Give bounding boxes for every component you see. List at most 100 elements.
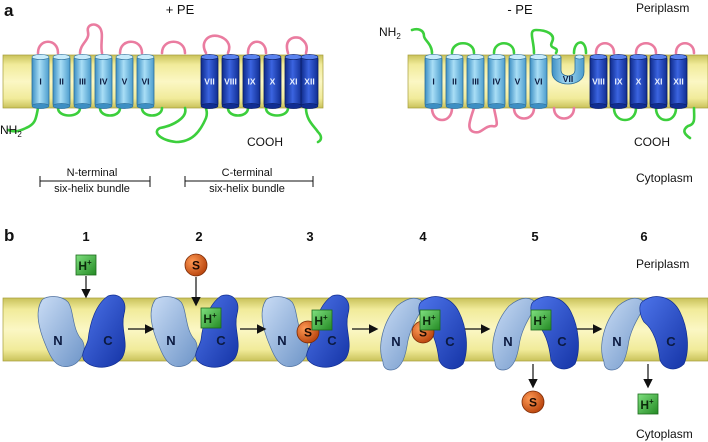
proton-box: H+ [75,254,97,276]
n-domain-label: N [503,334,512,349]
helix-label: VIII [592,77,605,87]
n-bundle-label: six-helix bundle [54,183,130,195]
helix-minus-4: IV [487,54,506,109]
nh2-label-plus: NH2 [0,123,22,139]
cytoplasm-label-b: Cytoplasm [636,427,693,441]
substrate-label: S [304,326,312,340]
substrate-label: S [419,326,427,340]
helix-minus-7: VII [551,54,585,85]
helix-label: IV [99,77,107,87]
periplasm-label-b: Periplasm [636,257,689,271]
proton-label: H+ [314,313,328,328]
helix-label: XI [654,77,662,87]
proton-box: H+ [637,393,659,415]
helix-plus-12: XII [300,54,319,109]
substrate-label: S [529,396,537,410]
helix-plus-7: VII [200,54,219,109]
substrate-ball: S [184,253,208,277]
cytoplasmic-loops-minus-pe [410,27,696,140]
helix-label: I [432,77,434,87]
step-number: 6 [640,229,647,244]
helix-plus-1: I [31,54,50,109]
n-domain-label: N [612,334,621,349]
helix-minus-5: V [508,54,527,109]
c-domain-label: C [445,334,455,349]
helix-plus-3: III [73,54,92,109]
helix-label: VII [204,77,214,87]
helix-label: IX [247,77,255,87]
helix-label: XII [304,77,314,87]
cytoplasm-label-a: Cytoplasm [636,171,693,185]
helix-minus-8: VIII [589,54,608,109]
helix-label: VIII [224,77,237,87]
c-bundle-label: six-helix bundle [209,183,285,195]
step-number: 3 [306,229,313,244]
proton-box: H+ [419,309,441,331]
helix-plus-5: V [115,54,134,109]
c-domain-label: C [557,334,567,349]
helix-minus-11: XI [649,54,668,109]
helix-label: V [122,77,128,87]
proton-label: H+ [78,258,92,273]
c-domain-label: C [666,334,676,349]
helix-label: II [452,77,457,87]
c-domain-label: C [327,333,337,348]
proton-label: H+ [203,311,217,326]
proton-label: H+ [640,397,654,412]
periplasmic-loops-minus-pe [430,41,696,134]
helix-label: I [39,77,41,87]
plus-pe-title: + PE [166,2,195,17]
c-domain-label: C [216,333,226,348]
bundle-brackets [39,176,314,187]
helix-plus-8: VIII [221,54,240,109]
n-domain-label: N [166,333,175,348]
helix-minus-2: II [445,54,464,109]
helix-plus-11: XI [284,54,303,109]
helix-minus-3: III [466,54,485,109]
helix-label: VI [141,77,149,87]
helix-label: III [79,77,86,87]
substrate-ball: S [521,390,545,414]
helix-label: X [636,77,642,87]
helix-plus-2: II [52,54,71,109]
helix-minus-1: I [424,54,443,109]
helix-label: VI [534,77,542,87]
step-number: 5 [531,229,538,244]
periplasmic-loops-plus-pe [36,23,309,55]
periplasm-label-a: Periplasm [636,1,689,15]
proton-box: H+ [311,309,333,331]
n-domain-label: N [391,334,400,349]
substrate-label: S [192,259,200,273]
n-domain-label: N [277,333,286,348]
cooh-label-minus: COOH [634,135,670,149]
helix-label: V [515,77,521,87]
helix-minus-9: IX [609,54,628,109]
minus-pe-title: - PE [507,2,533,17]
n-terminal-label: N-terminal [67,167,118,179]
panel-b-letter: b [4,226,14,245]
helix-label: XI [289,77,297,87]
proton-label: H+ [422,313,436,328]
step-number: 4 [419,229,427,244]
proton-label: H+ [533,313,547,328]
helix-plus-6: VI [136,54,155,109]
panel-a-letter: a [4,1,14,20]
helix-label: X [270,77,276,87]
c-terminal-label: C-terminal [222,167,273,179]
helix-minus-6: VI [529,54,548,109]
helix-label: III [472,77,479,87]
cooh-label-plus: COOH [247,135,283,149]
n-domain-label: N [53,333,62,348]
helix-minus-10: X [629,54,648,109]
